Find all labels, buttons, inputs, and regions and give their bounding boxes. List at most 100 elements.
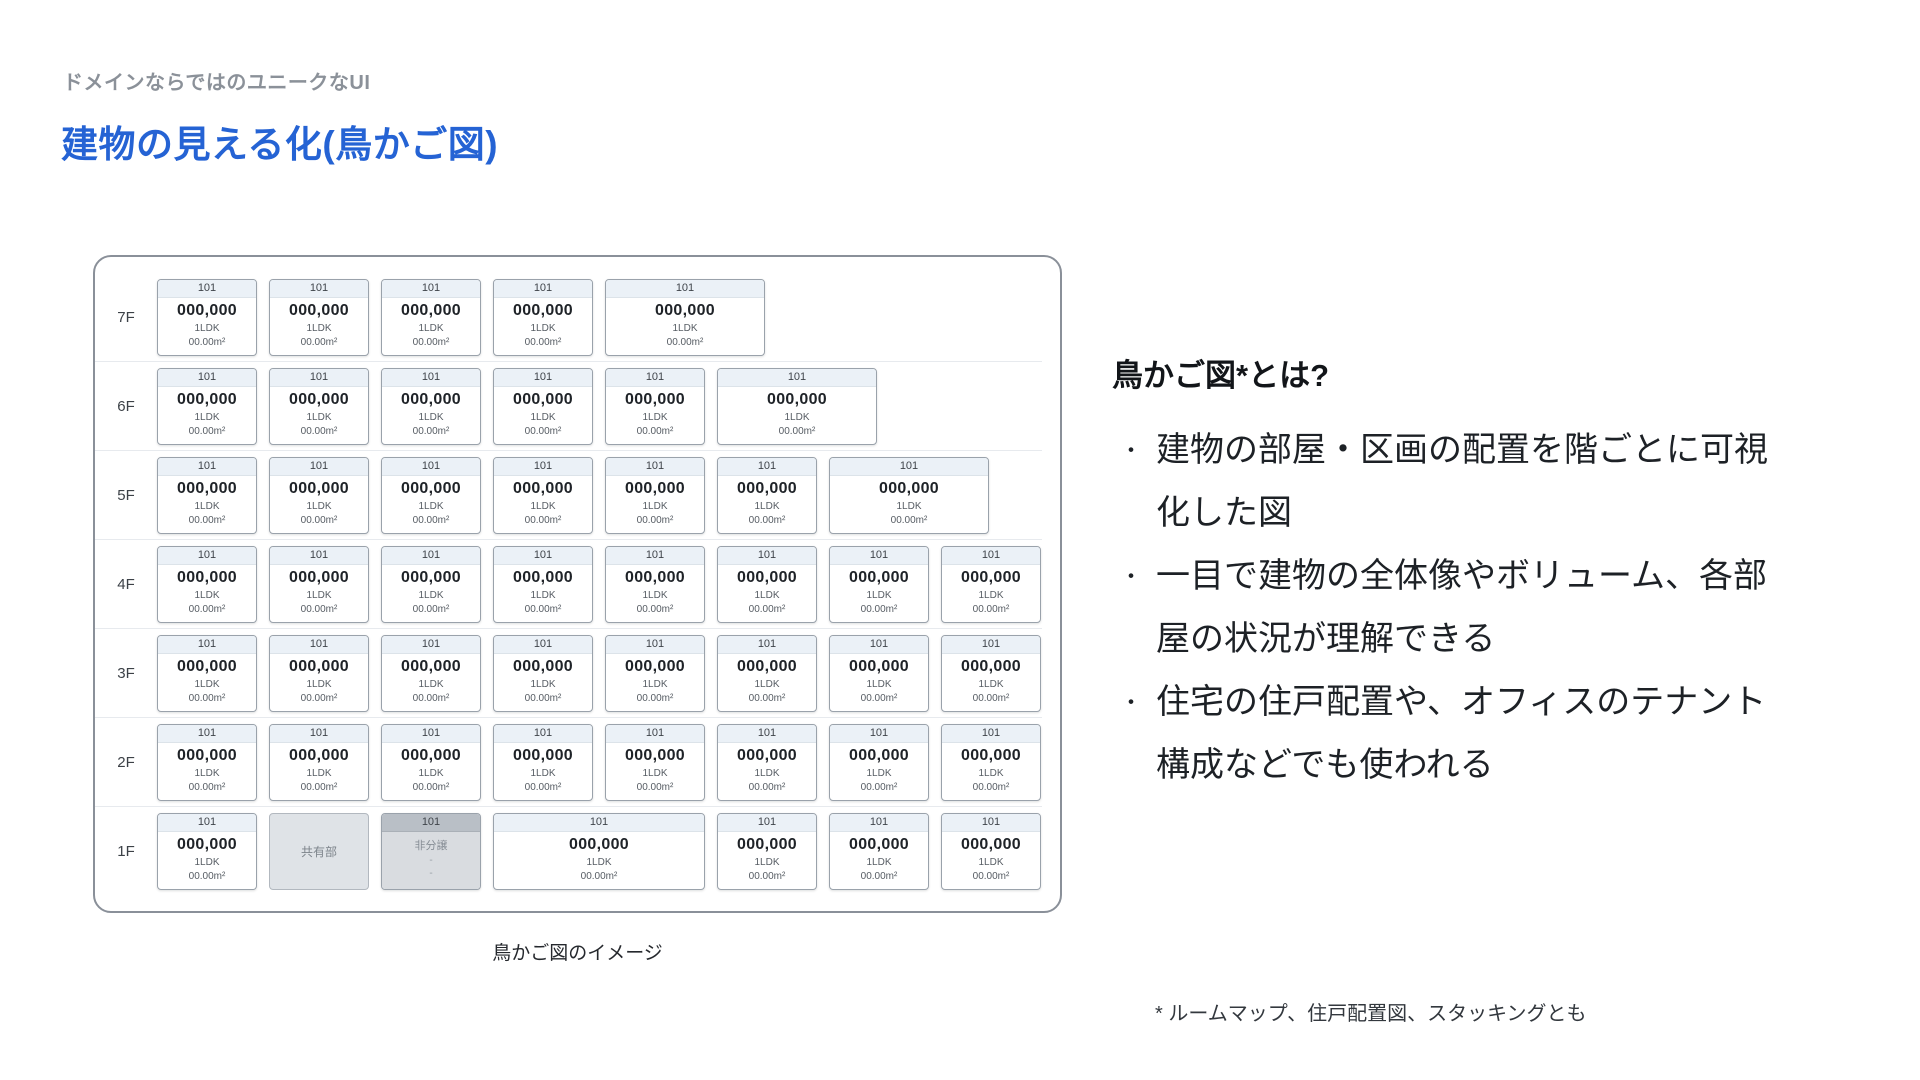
room-area: 00.00m²	[748, 782, 786, 793]
room-price: 000,000	[737, 747, 797, 764]
room-layout: 1LDK	[306, 768, 332, 779]
unsold-dash: -	[429, 854, 433, 866]
room-price: 000,000	[289, 302, 349, 319]
room-area: 00.00m²	[636, 604, 674, 615]
room-price: 000,000	[401, 480, 461, 497]
room-number: 101	[830, 635, 928, 654]
room-number: 101	[494, 635, 592, 654]
room-number: 101	[382, 457, 480, 476]
room-price: 000,000	[625, 569, 685, 586]
room-layout: 1LDK	[306, 679, 332, 690]
room-layout: 1LDK	[866, 857, 892, 868]
room-layout: 1LDK	[896, 501, 922, 512]
room-area: 00.00m²	[524, 515, 562, 526]
room-number: 101	[830, 457, 988, 476]
room-number: 101	[158, 724, 256, 743]
room-area: 00.00m²	[188, 693, 226, 704]
room-layout: 1LDK	[306, 590, 332, 601]
room-area: 00.00m²	[412, 693, 450, 704]
room-number: 101	[718, 546, 816, 565]
room-number: 101	[606, 546, 704, 565]
room-layout: 1LDK	[194, 323, 220, 334]
room-area: 00.00m²	[972, 871, 1010, 882]
room-layout: 1LDK	[642, 768, 668, 779]
room-layout: 1LDK	[642, 679, 668, 690]
room-price: 000,000	[737, 658, 797, 675]
room-layout: 1LDK	[642, 412, 668, 423]
room-price: 000,000	[513, 569, 573, 586]
room-number: 101	[158, 457, 256, 476]
room-area: 00.00m²	[972, 693, 1010, 704]
room-area: 00.00m²	[972, 604, 1010, 615]
room-price: 000,000	[849, 747, 909, 764]
room-price: 000,000	[737, 480, 797, 497]
room-layout: 1LDK	[194, 857, 220, 868]
room-number: 101	[830, 546, 928, 565]
room-price: 000,000	[401, 658, 461, 675]
room-layout: 1LDK	[194, 679, 220, 690]
room-area: 00.00m²	[412, 515, 450, 526]
room-layout: 1LDK	[418, 412, 444, 423]
bullet-text: 一目で建物の全体像やボリューム、各部屋の状況が理解できる	[1156, 557, 1767, 658]
bullet-dot: ・	[1120, 564, 1143, 589]
room-area: 00.00m²	[524, 337, 562, 348]
room-price: 000,000	[401, 391, 461, 408]
info-column: 鳥かご図*とは? ・ 建物の部屋・区画の配置を階ごとに可視化した図 ・ 一目で建…	[1112, 350, 1822, 797]
room-area: 00.00m²	[748, 515, 786, 526]
room-number: 101	[270, 724, 368, 743]
common-area-card: 共有部	[269, 812, 369, 890]
room-layout: 1LDK	[978, 590, 1004, 601]
card-body: 非分譲--	[382, 831, 480, 889]
room-price: 000,000	[401, 302, 461, 319]
floor-label: 1F	[117, 842, 135, 860]
room-area: 00.00m²	[300, 426, 338, 437]
unsold-label: 非分譲	[414, 839, 448, 852]
room-number: 101	[494, 546, 592, 565]
room-area: 00.00m²	[524, 782, 562, 793]
room-price: 000,000	[513, 747, 573, 764]
room-number: 101	[942, 635, 1040, 654]
room-area: 00.00m²	[188, 426, 226, 437]
room-price: 000,000	[177, 391, 237, 408]
room-area: 00.00m²	[412, 604, 450, 615]
room-price: 000,000	[289, 391, 349, 408]
room-price: 000,000	[289, 658, 349, 675]
